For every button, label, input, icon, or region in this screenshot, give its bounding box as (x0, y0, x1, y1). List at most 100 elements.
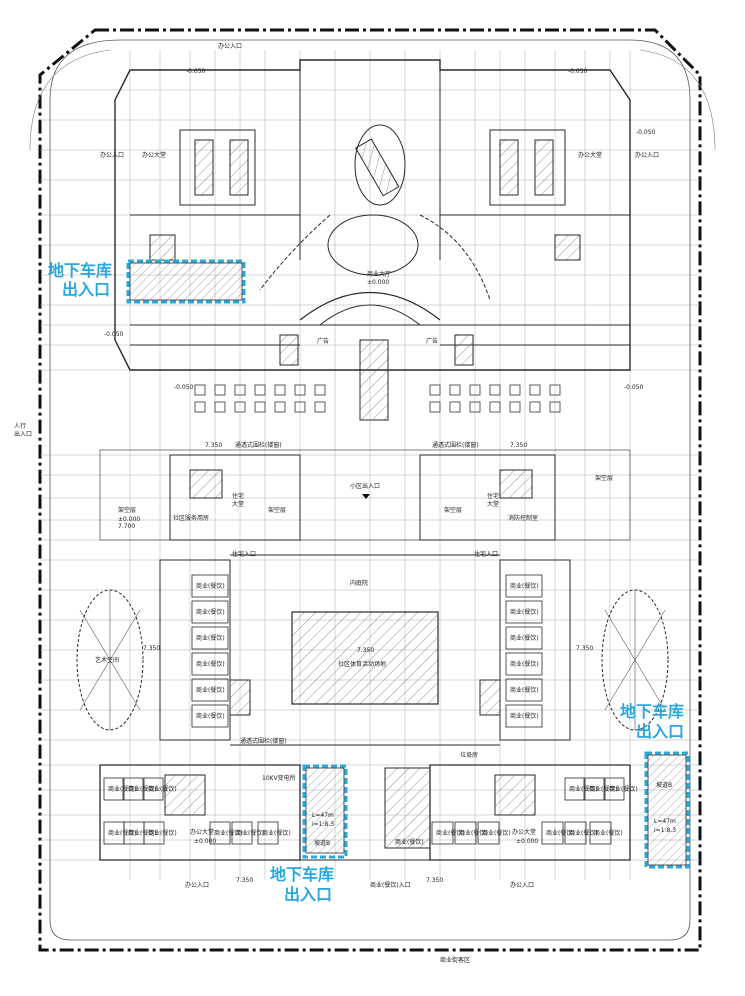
substation: 10KV变电所 (262, 774, 296, 782)
office-lobby-top-right: 办公大堂 (578, 151, 602, 159)
planter-box (234, 401, 246, 413)
shop-cell-label: 商业(餐饮) (510, 608, 539, 616)
shop-cell-label: 商业(餐饮) (196, 634, 225, 642)
elevated-mid-left: 架空层 (268, 506, 286, 514)
mid-shop-cells: 商业(餐饮) 商业(餐饮) 商业(餐饮) 商业(餐饮) 商业(餐饮) 商业(餐饮) 商业(餐… (191, 574, 543, 728)
shop-cell: 商业(餐饮) (505, 574, 543, 598)
shop-cell-label: 商业(餐饮) (108, 829, 137, 837)
elevated-right: 架空层 (595, 474, 613, 482)
shop-cell-label: 商业(餐饮) (236, 829, 265, 837)
shop-cell: 商业(餐饮) (191, 652, 229, 676)
shop-cell-label: 商业(餐饮) (108, 785, 137, 793)
ramp-slope-left: i=1:8.3 (312, 821, 334, 828)
shop-cell: 商业(餐饮) (564, 821, 598, 845)
planter-box (314, 401, 326, 413)
shop-cell: 商业(餐饮) (505, 626, 543, 650)
corridor-right: 通透式围栏(镂窗) (432, 441, 479, 449)
planter-box (234, 384, 246, 396)
planter-box (489, 401, 501, 413)
shop-cell-label: 商业(餐饮) (569, 785, 598, 793)
office-entrance-top: 办公入口 (218, 42, 242, 50)
art-area: 艺术空间 (95, 656, 119, 664)
ramp-name-right: 坡道B (656, 781, 672, 789)
shop-cell: 商业(餐饮) (505, 600, 543, 624)
art-level-right: 7.350 (576, 645, 593, 652)
shop-cell-label: 商业(餐饮) (609, 785, 638, 793)
sports-area: 社区体育活动场地 (338, 660, 386, 668)
shop-cell-label: 商业(餐饮) (148, 829, 177, 837)
garage-callout-left: 地下车库 出入口 (48, 259, 246, 304)
level-bottom-right: -0.050 (624, 384, 644, 391)
res-lobby-left-2: 大堂 (232, 500, 244, 508)
shop-cell-label: 商业(餐饮) (569, 829, 598, 837)
level-bottom-left: -0.050 (174, 384, 194, 391)
shop-cell: 商业(餐饮) (505, 652, 543, 676)
res-lobby-left-1: 住宅 (232, 492, 244, 500)
shop-cell-label: 商业(餐饮) (196, 686, 225, 694)
bottom-office-building (99, 764, 631, 861)
ramp-top (129, 262, 243, 301)
shop-cell: 商业(餐饮) (454, 821, 488, 845)
planter-box (529, 401, 541, 413)
shop-cell: 商业(餐饮) (143, 821, 177, 845)
svg-text:出入口: 出入口 (636, 722, 684, 741)
planter-box (429, 384, 441, 396)
planter-box (254, 384, 266, 396)
shop-cell-label: 商业(餐饮) (196, 660, 225, 668)
pedestrian-exit-1: 人行 (14, 422, 26, 430)
garbage-room: 垃圾房 (460, 751, 478, 759)
planter-box (214, 384, 226, 396)
planter-box (254, 401, 266, 413)
shop-cell-label: 商业(餐饮) (436, 829, 465, 837)
office-lobby-top-left: 办公大堂 (142, 151, 166, 159)
level-top-left: -0.050 (186, 68, 206, 75)
shop-cell: 商业(餐饮) (477, 821, 511, 845)
planter-box (509, 401, 521, 413)
structural-grid (40, 50, 700, 880)
svg-text:地下车库: 地下车库 (48, 261, 112, 280)
res-lobby-right-2: 大堂 (487, 500, 499, 508)
plaza-planters (194, 384, 561, 413)
planter-box (429, 401, 441, 413)
planter-box (194, 401, 206, 413)
ramp-slope-right: i=1:8.3 (654, 827, 676, 834)
district-entrance: 小区出入口 (350, 482, 380, 490)
corridor-bottom: 通透式围栏(镂窗) (240, 737, 287, 745)
planter-box (274, 384, 286, 396)
mid-level-left: 7.350 (205, 442, 222, 449)
shop-cell: 商业(餐饮) (505, 704, 543, 728)
bottom-shop-label: 商业(餐饮) (395, 838, 424, 846)
elevated-mid-right: 架空层 (444, 506, 462, 514)
level-mid-left: -0.050 (104, 331, 124, 338)
shop-cell-label: 商业(餐饮) (196, 582, 225, 590)
planter-box (294, 401, 306, 413)
res-lobby-right-1: 住宅 (487, 492, 499, 500)
vehicle-entrance-left: 办公入口 (100, 151, 124, 159)
res-entrance-left: 住宅入口 (232, 550, 256, 558)
shop-cell: 商业(餐饮) (541, 821, 575, 845)
ad-right: 广告 (426, 337, 438, 345)
bottom-shop-cells: 商业(餐饮)商业(餐饮)商业(餐饮)商业(餐饮)商业(餐饮)商业(餐饮)商业(餐… (103, 777, 638, 845)
planter-box (469, 384, 481, 396)
shop-cell: 商业(餐饮) (589, 821, 623, 845)
shop-cell: 商业(餐饮) (123, 777, 157, 801)
district-entrance-arrow-icon (362, 494, 370, 499)
level-mid-right: -0.050 (636, 129, 656, 136)
planter-box (529, 384, 541, 396)
shop-cell: 商业(餐饮) (191, 626, 229, 650)
pedestrian-exit-2: 出入口 (14, 430, 32, 438)
shop-cell-label: 商业(餐饮) (510, 634, 539, 642)
shop-cell: 商业(餐饮) (584, 777, 618, 801)
planter-box (214, 401, 226, 413)
shop-cell-label: 商业(餐饮) (482, 829, 511, 837)
office-level-left: ±0.000 (194, 838, 216, 845)
ramp-name-left: 坡道B (314, 839, 330, 847)
garage-callout-right: 地下车库 出入口 (620, 702, 690, 869)
shop-cell-label: 商业(餐饮) (594, 829, 623, 837)
shop-cell-label: 商业(餐饮) (510, 660, 539, 668)
corridor-left: 通透式围栏(镂窗) (235, 441, 282, 449)
planter-box (449, 401, 461, 413)
mid-level-right: 7.350 (510, 442, 527, 449)
res-entrance-right: 住宅入口 (474, 550, 498, 558)
sports-level: 7.350 (357, 647, 374, 654)
